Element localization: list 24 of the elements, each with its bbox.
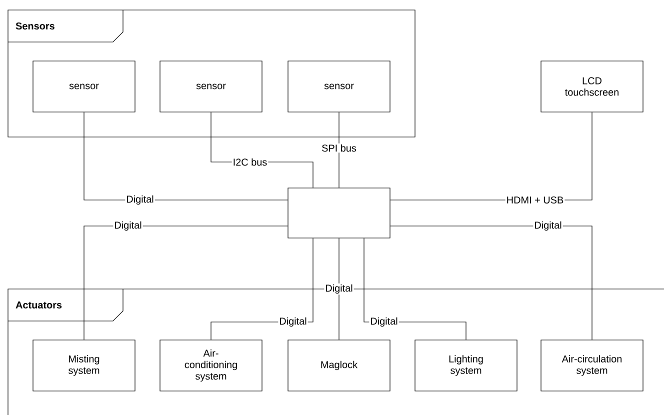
edge-label: Digital [125, 194, 155, 206]
block-box: sensor [160, 60, 262, 112]
block-box [288, 188, 390, 238]
connector-line [390, 226, 592, 340]
connector-line [84, 112, 288, 200]
edge-label: Digital [278, 316, 308, 328]
block-box: LCD touchscreen [540, 60, 644, 112]
block-box: sensor [288, 60, 390, 112]
edge-label: Digital [369, 316, 399, 328]
block-box: Air-circulation system [540, 340, 644, 392]
edge-label: HDMI + USB [505, 195, 565, 205]
edge-label: Digital [113, 220, 143, 232]
block-box: Misting system [32, 340, 136, 392]
block-box: sensor [32, 60, 136, 112]
connector-line [84, 226, 288, 340]
block-box: Air-conditioning system [160, 340, 262, 392]
edge-label: I2C bus [232, 157, 268, 167]
edge-label: Digital [533, 220, 563, 232]
edge-label: Digital [324, 283, 354, 295]
edge-label: SPI bus [320, 143, 358, 153]
connector-line [338, 238, 340, 340]
connector-line [338, 112, 340, 188]
block-box: Maglock [288, 340, 390, 392]
block-box: Lighting system [414, 340, 518, 392]
